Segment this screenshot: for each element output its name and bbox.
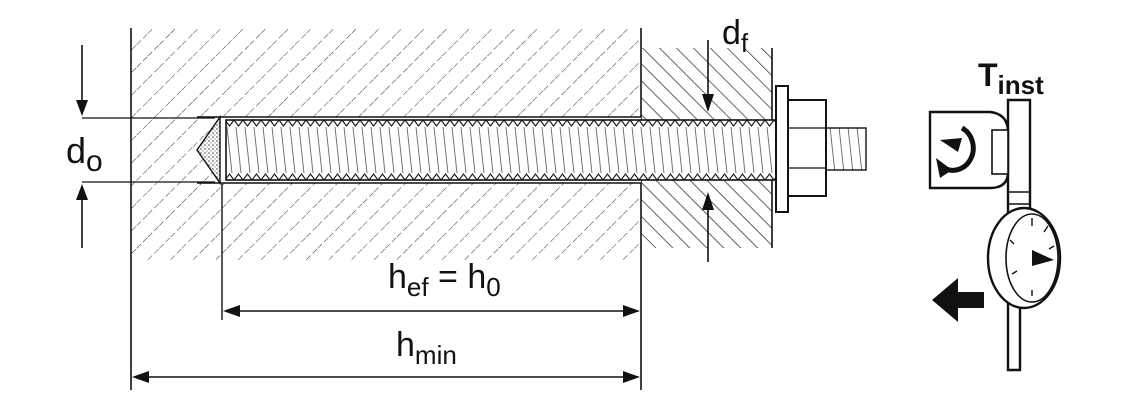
rotation-arrow-icon (936, 125, 976, 178)
hef-label: hef = h0 (388, 258, 501, 302)
washer-nut (775, 85, 827, 213)
hmin-label: hmin (396, 326, 457, 370)
hmin-dimension (132, 371, 640, 383)
threaded-rod (225, 119, 867, 181)
d0-dimension (76, 45, 215, 248)
hef-dimension (221, 184, 640, 320)
push-arrow-icon (932, 278, 984, 322)
df-dimension (702, 40, 714, 262)
d0-label: do (66, 130, 103, 178)
torque-wrench-icon (928, 98, 1062, 372)
df-label: df (722, 14, 749, 58)
concrete-base (130, 28, 642, 390)
tinst-label: Tinst (978, 57, 1044, 100)
